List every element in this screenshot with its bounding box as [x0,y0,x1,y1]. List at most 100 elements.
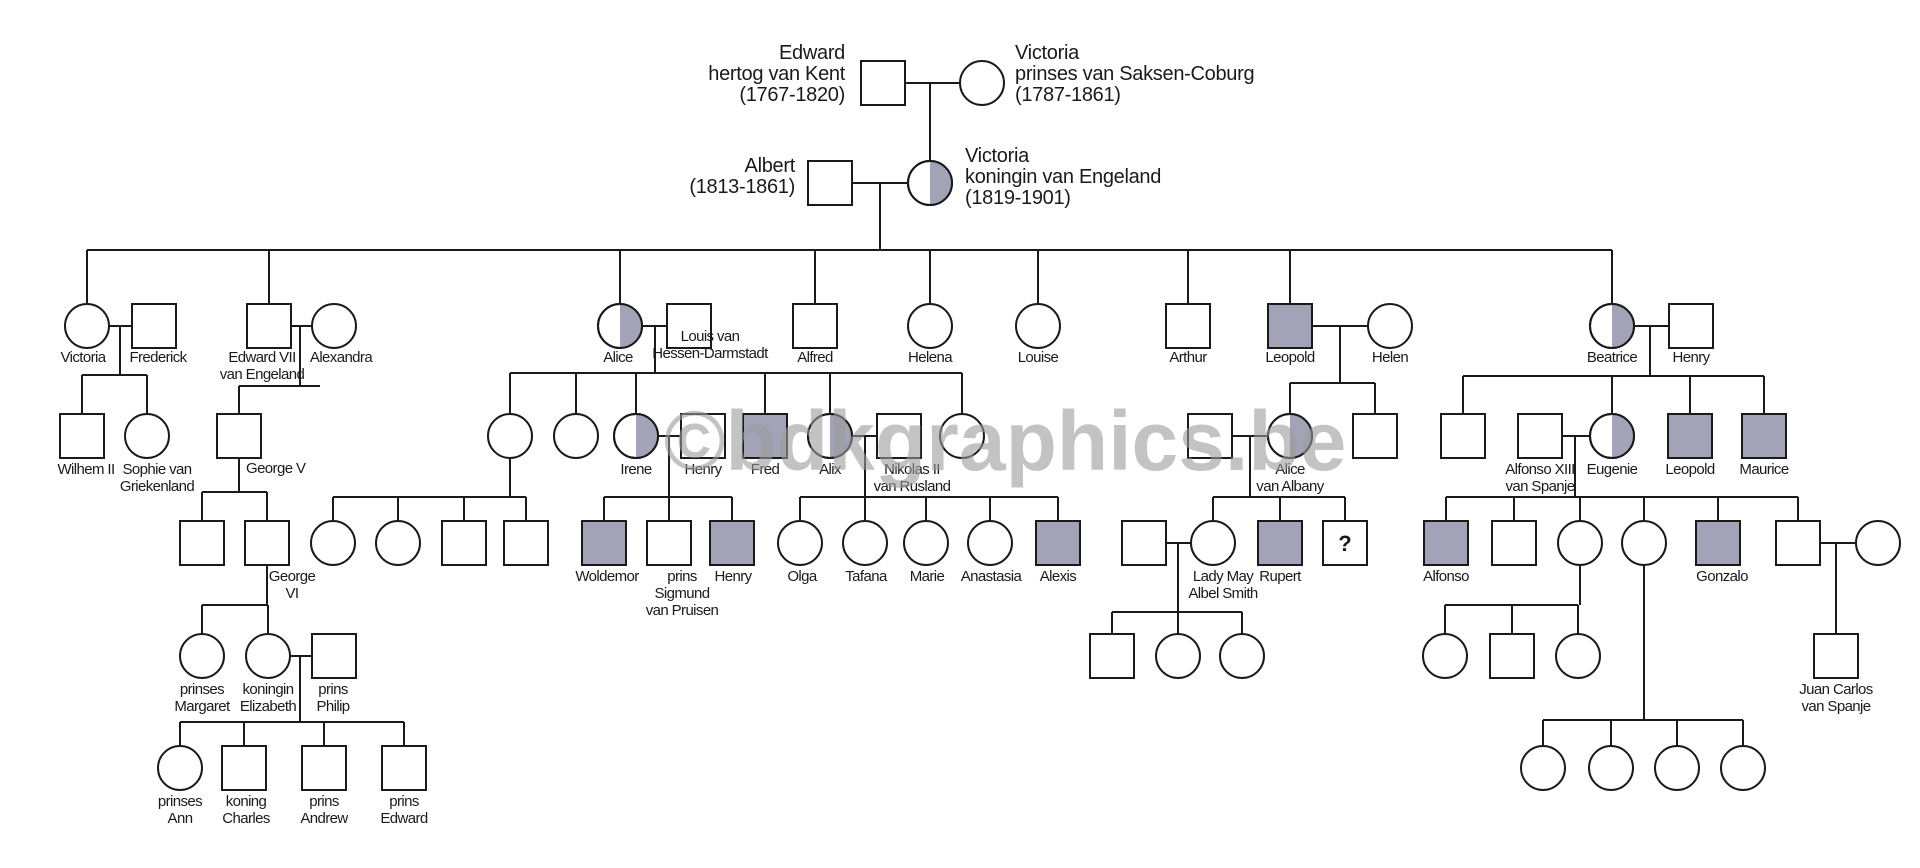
male-square [59,413,105,459]
label-maurice: Maurice [1739,461,1788,478]
label-line: Anastasia [961,568,1023,585]
carrier-outline [1589,303,1635,349]
label-fred: Fred [751,461,780,478]
unknown-status-mark: ? [1338,531,1351,556]
label-line: Alfonso XIII [1505,461,1575,478]
male-square [1491,520,1537,566]
person-lm-c1 [1089,633,1135,679]
label-irene: Irene [620,461,651,478]
female-circle [310,520,356,566]
label-line: Henry [1672,349,1710,366]
person-alice-c2 [553,413,599,459]
label-line: Marie [910,568,945,585]
label-line: Victoria [965,145,1030,167]
person-fred [742,413,788,459]
person-albert [807,160,853,206]
male-square [246,303,292,349]
female-circle [1520,745,1566,791]
label-henry-w: Henry [714,568,752,585]
male-square [860,60,906,106]
male-square [1187,413,1233,459]
person-elizabeth [245,633,291,679]
label-line: Victoria [1015,42,1080,64]
label-line: prinses van Saksen-Coburg [1015,63,1254,85]
person-andrew [301,745,347,791]
label-line: van Rusland [874,478,951,495]
person-c1-c2 [375,520,421,566]
person-sophie [124,413,170,459]
female-circle [64,303,110,349]
label-line: (1819-1901) [965,187,1071,209]
carrier-outline [807,413,853,459]
person-alice-c8 [939,413,985,459]
person-irene [613,413,659,459]
person-henry-b [1668,303,1714,349]
label-line: Irene [620,461,651,478]
affected-male-square [1267,303,1313,349]
carrier-outline [1267,413,1313,459]
affected-male-square [1695,520,1741,566]
label-frederick: Frederick [129,349,187,366]
carrier-half-fill [830,414,852,458]
label-tafana: Tafana [845,568,888,585]
label-albert: Albert(1813-1861) [689,155,795,198]
label-alexandra: Alexandra [310,349,373,366]
female-circle [179,633,225,679]
label-line: Charles [222,810,270,827]
male-square [179,520,225,566]
carrier-half-fill [1612,304,1634,348]
female-circle [1654,745,1700,791]
label-victoria-d: Victoria [61,349,107,366]
male-square [381,745,427,791]
label-arthur: Arthur [1169,349,1207,366]
person-albany-spouse [1187,413,1233,459]
label-line: Philip [316,698,349,715]
person-frederick [131,303,177,349]
label-alix: Alix [819,461,842,478]
male-square [1440,413,1486,459]
female-circle [1855,520,1901,566]
person-s4-c3 [1654,745,1700,791]
person-alfonso13 [1517,413,1563,459]
label-line: prinses [180,681,224,698]
person-philip [311,633,357,679]
person-queen-victoria [907,160,953,206]
person-alexis [1035,520,1081,566]
label-line: Alexandra [310,349,373,366]
label-line: Albel Smith [1188,585,1258,602]
label-line: VI [286,585,299,602]
person-woldemor [581,520,627,566]
label-line: Henry [684,461,722,478]
label-line: Alix [819,461,842,478]
person-spain-c6 [1775,520,1821,566]
male-square [221,745,267,791]
person-lm-spouse [1121,520,1167,566]
carrier-outline [907,160,953,206]
label-line: Maurice [1739,461,1788,478]
person-louis [666,303,712,349]
male-square [666,303,712,349]
label-line: Leopold [1265,349,1314,366]
person-unknown: ? [1322,520,1368,566]
person-lm-c2 [1155,633,1201,679]
person-nikolas [876,413,922,459]
male-square [680,413,726,459]
male-square [807,160,853,206]
person-s3-c3 [1555,633,1601,679]
label-line: (1767-1820) [739,84,845,106]
person-alfred [792,303,838,349]
label-line: Edward VII [228,349,295,366]
label-line: Frederick [129,349,187,366]
person-louise [1015,303,1061,349]
label-line: (1787-1861) [1015,84,1121,106]
person-ann [157,745,203,791]
male-square [131,303,177,349]
carrier-half-fill [1290,414,1312,458]
male-square [1089,633,1135,679]
person-s3-c1 [1422,633,1468,679]
